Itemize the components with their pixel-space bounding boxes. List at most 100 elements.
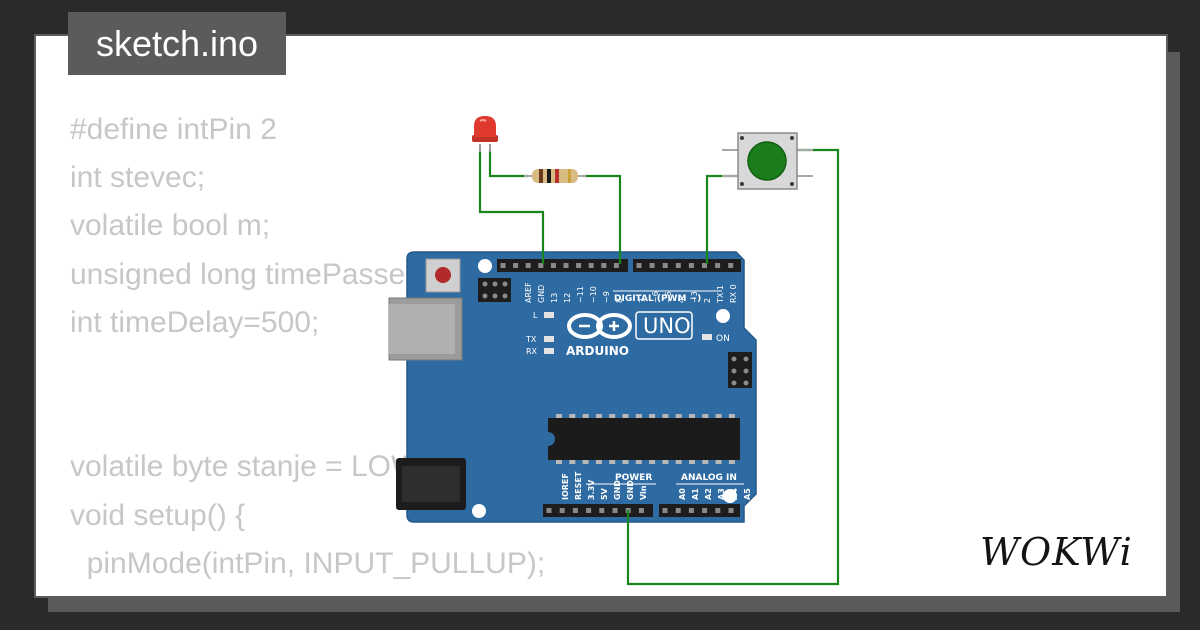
wire-resistor-to-pin8[interactable] xyxy=(582,174,622,264)
top-pin-label: ~6 xyxy=(651,291,660,303)
chip-leg xyxy=(702,414,709,418)
code-line-1: #define intPin 2 xyxy=(70,113,277,146)
svg-text:RX: RX xyxy=(526,347,538,356)
button-cap xyxy=(747,141,787,181)
code-line-2: int stevec; xyxy=(70,161,206,195)
led-on-indicator: ON xyxy=(702,334,730,344)
header-pin-hole xyxy=(612,508,618,513)
header-pin-hole xyxy=(702,508,708,513)
header-pin-hole xyxy=(525,263,531,268)
bottom-pin-dots xyxy=(546,508,734,513)
header-pin-hole xyxy=(563,263,569,268)
header-pin-hole xyxy=(538,263,544,268)
usb-connector-inner xyxy=(389,304,455,354)
chip-leg xyxy=(728,460,735,464)
chip-leg xyxy=(675,460,682,464)
chip-leg xyxy=(649,414,656,418)
icsp-header-right xyxy=(728,352,752,388)
chip-leg xyxy=(582,414,589,418)
wire-button-to-gnd[interactable] xyxy=(626,148,840,586)
arduino-brand-text: ARDUINO xyxy=(566,344,629,358)
chip-leg xyxy=(702,460,709,464)
svg-text:ON: ON xyxy=(716,334,730,344)
header-pin-hole xyxy=(500,263,506,268)
sketch-title: sketch.ino xyxy=(68,12,286,75)
code-line-4: unsigned long timePassed; xyxy=(70,257,431,291)
top-pin-label: ~10 xyxy=(589,286,598,303)
bottom-pin-label: 3.3V xyxy=(587,479,596,500)
top-pin-label: 12 xyxy=(563,293,572,303)
power-header xyxy=(543,504,653,517)
code-line-11: attachInterrupt(digitalPinToInterrupt(in… xyxy=(70,588,957,596)
wokwi-logo-text: WOKWi xyxy=(980,530,1133,574)
header-pin-hole xyxy=(662,263,668,268)
analog-header xyxy=(659,504,740,517)
bottom-pin-label: GND xyxy=(613,480,622,500)
top-pin-label: 8 xyxy=(615,298,624,303)
top-pin-label: RX 0 xyxy=(729,284,738,303)
header-pin-hole xyxy=(675,508,681,513)
bottom-pin-label: A1 xyxy=(691,488,700,500)
wire-led-to-resistor[interactable] xyxy=(488,150,528,178)
header-pin-hole xyxy=(675,263,681,268)
chip-leg xyxy=(662,460,669,464)
mounting-hole xyxy=(472,504,486,518)
digital-header-right xyxy=(633,259,741,272)
uno-model-badge: UNO xyxy=(635,311,693,340)
code-line-10: pinMode(intPin, INPUT_PULLUP); xyxy=(70,546,546,580)
mounting-hole xyxy=(478,259,492,273)
chip-leg xyxy=(715,460,722,464)
header-pin-hole xyxy=(513,263,519,268)
header-pin-hole xyxy=(546,508,552,513)
atmega-chip xyxy=(548,418,740,460)
chip-leg xyxy=(635,414,642,418)
header-pin-hole xyxy=(588,263,594,268)
top-pin-label: 4 xyxy=(677,298,686,303)
header-pin-hole xyxy=(715,263,721,268)
bottom-pin-label: GND xyxy=(626,480,635,500)
code-line-9: void setup() { xyxy=(70,498,246,532)
header-pin-hole xyxy=(586,508,592,513)
header-pin-hole xyxy=(636,263,642,268)
top-pin-label: ~11 xyxy=(576,286,585,303)
chip-leg xyxy=(556,414,562,418)
header-pin-hole xyxy=(599,508,605,513)
pushbutton[interactable] xyxy=(722,132,813,190)
bottom-pin-label: RESET xyxy=(574,471,583,500)
chip-leg xyxy=(715,414,722,418)
chip-leg xyxy=(609,460,616,464)
header-pin-hole xyxy=(613,263,619,268)
reset-button[interactable] xyxy=(425,258,461,293)
top-pin-label: ~5 xyxy=(664,291,673,303)
top-pin-label: 2 xyxy=(703,298,712,303)
header-pin-hole xyxy=(702,263,707,268)
chip-leg xyxy=(689,414,695,418)
svg-text:UNO: UNO xyxy=(643,314,691,338)
chip-leg xyxy=(556,460,562,464)
led-rx-indicator: RX xyxy=(526,347,554,356)
digital-header-left xyxy=(497,259,628,272)
mounting-hole xyxy=(716,309,730,323)
chip-leg xyxy=(662,414,669,418)
wire-button-to-pin2[interactable] xyxy=(705,174,738,264)
top-pin-label: AREF xyxy=(524,282,533,303)
chip-leg xyxy=(649,460,656,464)
chip-leg xyxy=(622,414,629,418)
wire-led-to-gnd[interactable] xyxy=(478,150,545,264)
bottom-pin-label: A2 xyxy=(704,488,713,500)
resistor[interactable] xyxy=(524,169,586,183)
chip-leg xyxy=(595,460,602,464)
wires xyxy=(478,148,840,586)
led-l-indicator: L xyxy=(533,311,554,320)
arduino-logo: ARDUINO xyxy=(566,313,632,358)
chip-leg xyxy=(569,414,576,418)
top-pin-label: ~3 xyxy=(690,291,699,303)
chip-leg xyxy=(689,460,695,464)
led-tx-indicator: TX xyxy=(525,335,554,344)
bottom-pin-label: 5V xyxy=(600,487,609,500)
red-led[interactable] xyxy=(472,116,498,152)
